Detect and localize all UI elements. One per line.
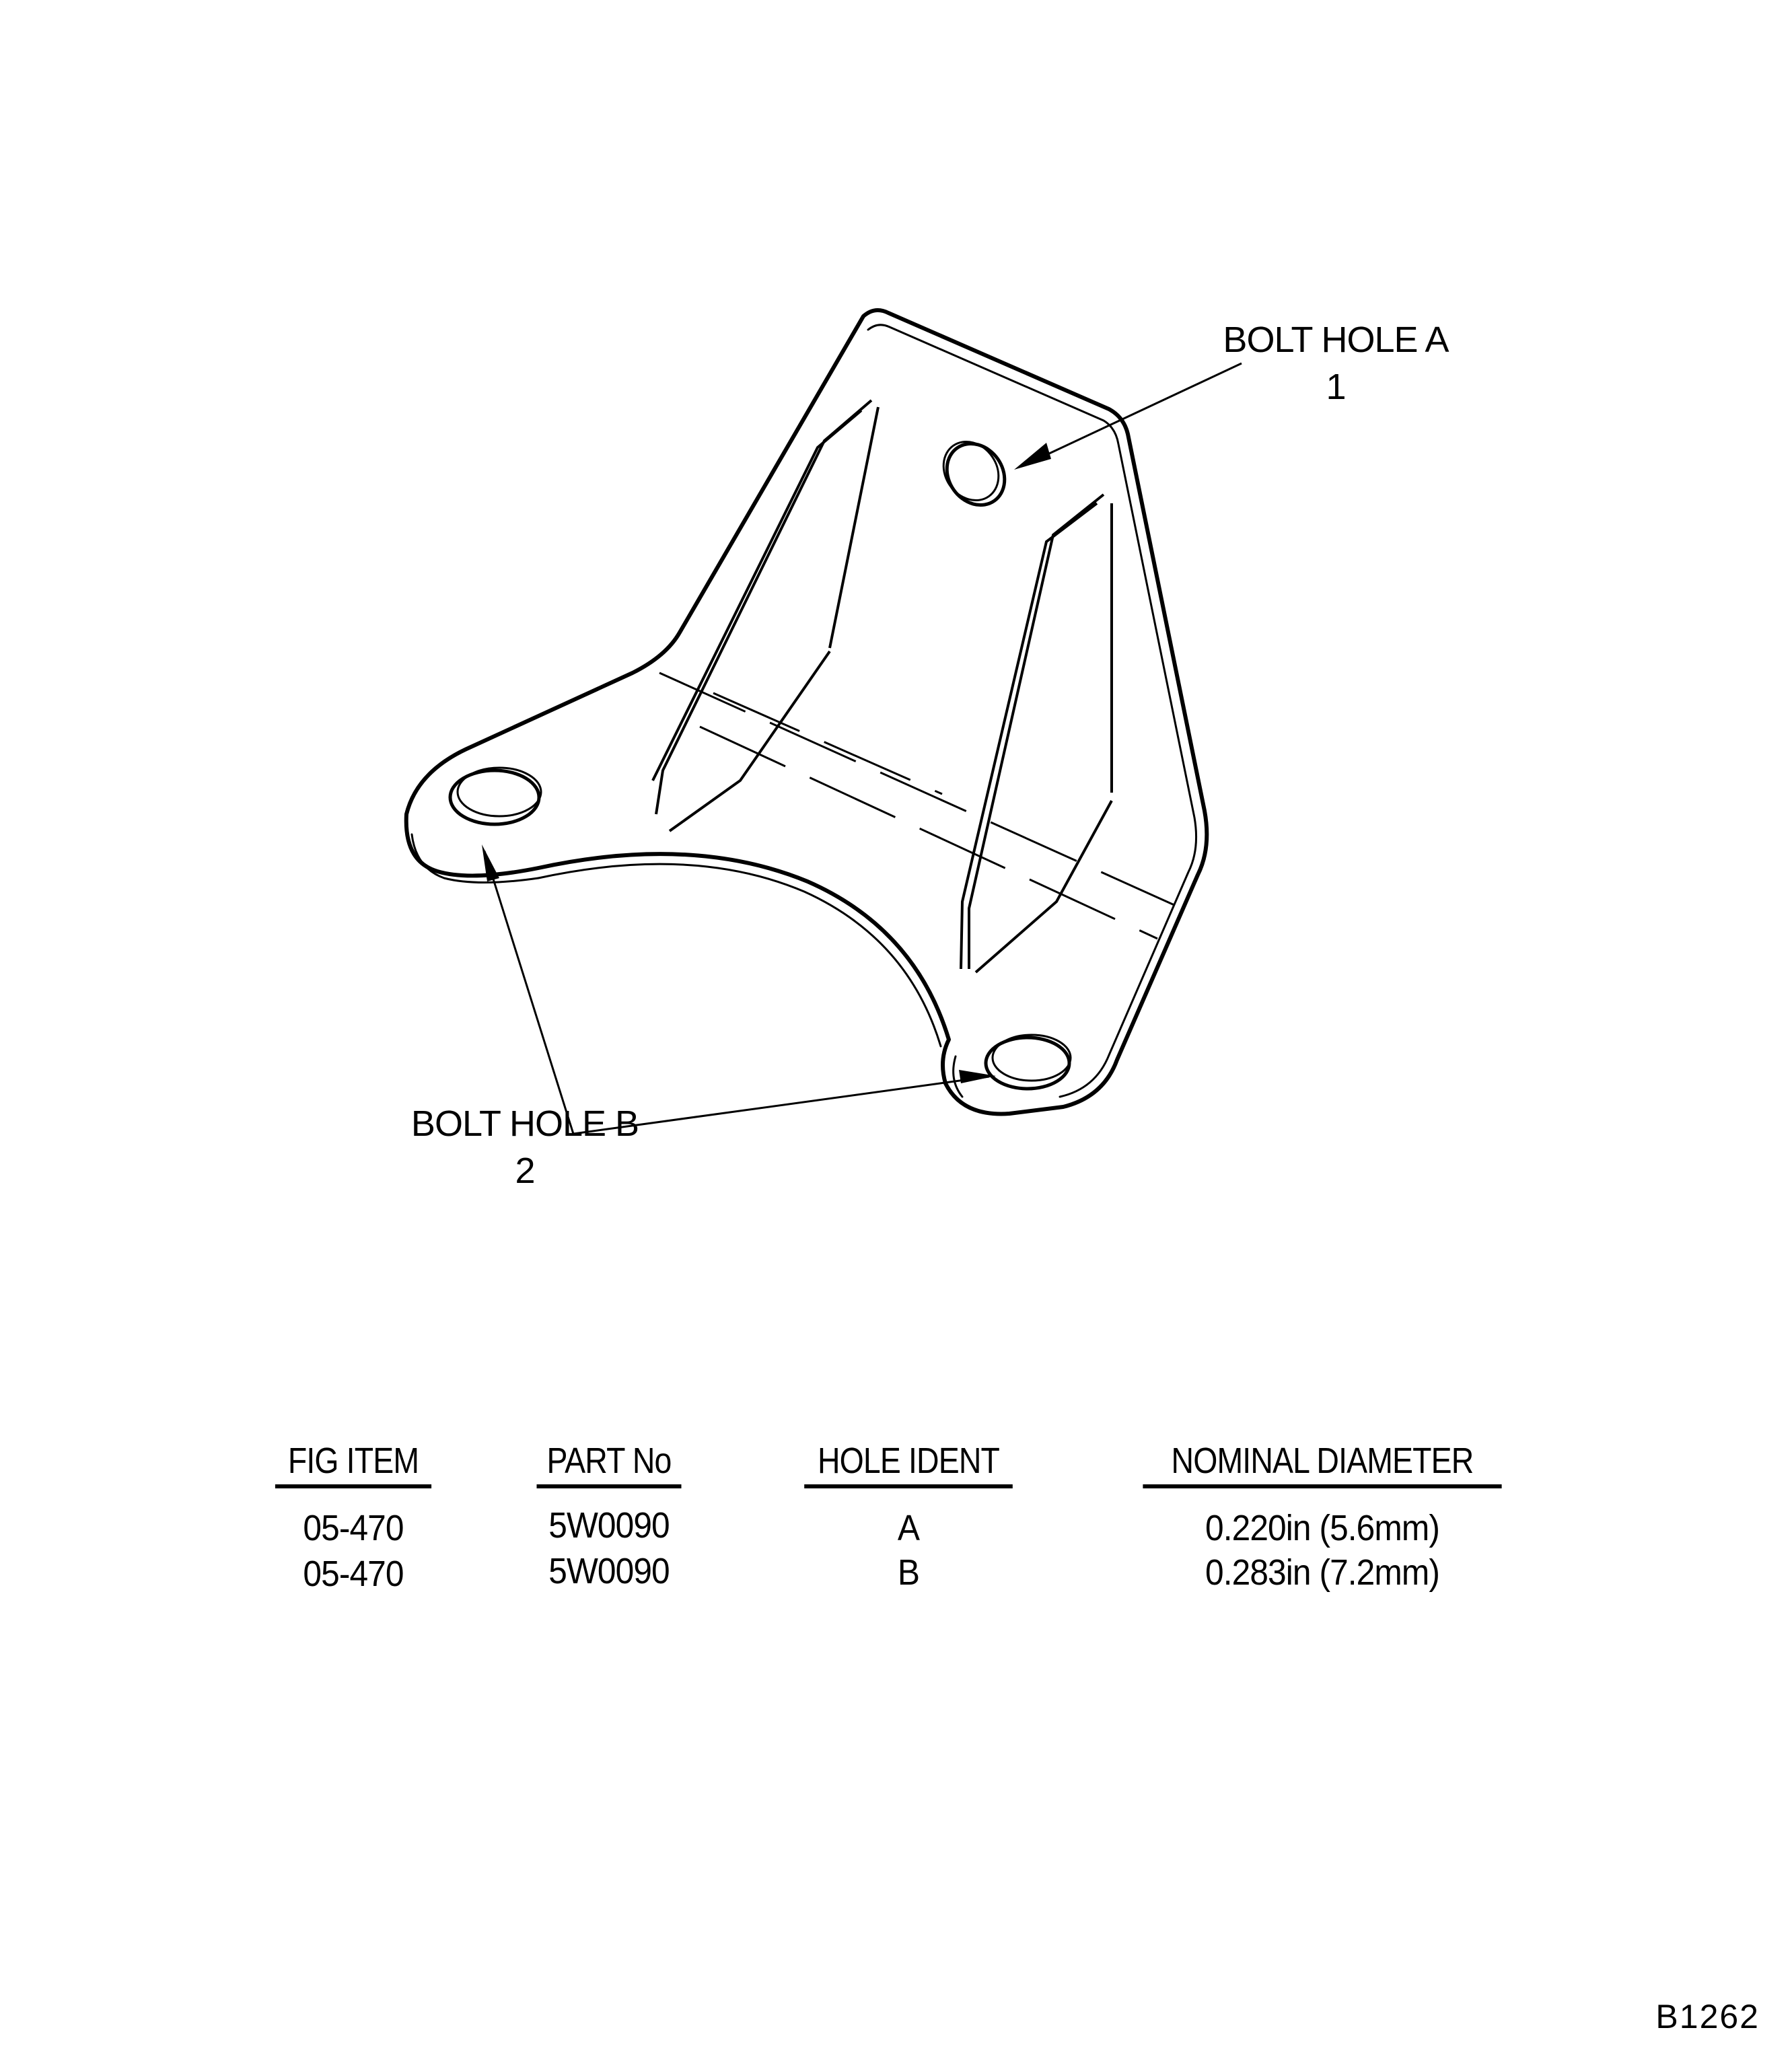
callout-bolt-hole-b-number: 2 xyxy=(515,1151,535,1191)
bolt-hole-a xyxy=(942,440,1007,507)
table-row-1-fig-item: 05-470 xyxy=(303,1508,404,1548)
callout-bolt-hole-b: BOLT HOLE B 2 xyxy=(390,1100,659,1194)
table-row-2-part-no: 5W0090 xyxy=(548,1551,670,1591)
header-part-no: PART No xyxy=(536,1440,682,1488)
fold-lines xyxy=(659,672,1175,940)
table-row-2-hole-ident: B xyxy=(897,1552,920,1593)
table-row-2-nominal-diameter: 0.283in (7.2mm) xyxy=(1205,1552,1440,1593)
header-nominal-diameter: NOMINAL DIAMETER xyxy=(1143,1440,1502,1488)
table-row-1-nominal-diameter: 0.220in (5.6mm) xyxy=(1205,1508,1440,1548)
bolt-hole-b-left xyxy=(448,766,542,826)
right-gusset xyxy=(960,493,1113,974)
table-row-1-part-no: 5W0090 xyxy=(548,1505,670,1546)
callout-bolt-hole-a: BOLT HOLE A 1 xyxy=(1194,316,1477,410)
bracket-outline xyxy=(404,308,1209,1116)
table-row-1-hole-ident: A xyxy=(897,1508,920,1548)
header-hole-ident: HOLE IDENT xyxy=(804,1440,1013,1488)
arrowheads xyxy=(482,443,1051,1083)
bolt-hole-b-right xyxy=(984,1034,1072,1091)
left-gusset xyxy=(651,399,880,832)
leader-lines xyxy=(483,362,1242,1135)
callout-bolt-hole-a-label: BOLT HOLE A xyxy=(1223,320,1449,360)
callout-bolt-hole-a-number: 1 xyxy=(1326,367,1346,407)
figure-id: B1262 xyxy=(1655,1998,1760,2035)
header-fig-item: FIG ITEM xyxy=(275,1440,432,1488)
callout-bolt-hole-b-label: BOLT HOLE B xyxy=(410,1104,639,1144)
table-row-2-fig-item: 05-470 xyxy=(303,1554,404,1594)
